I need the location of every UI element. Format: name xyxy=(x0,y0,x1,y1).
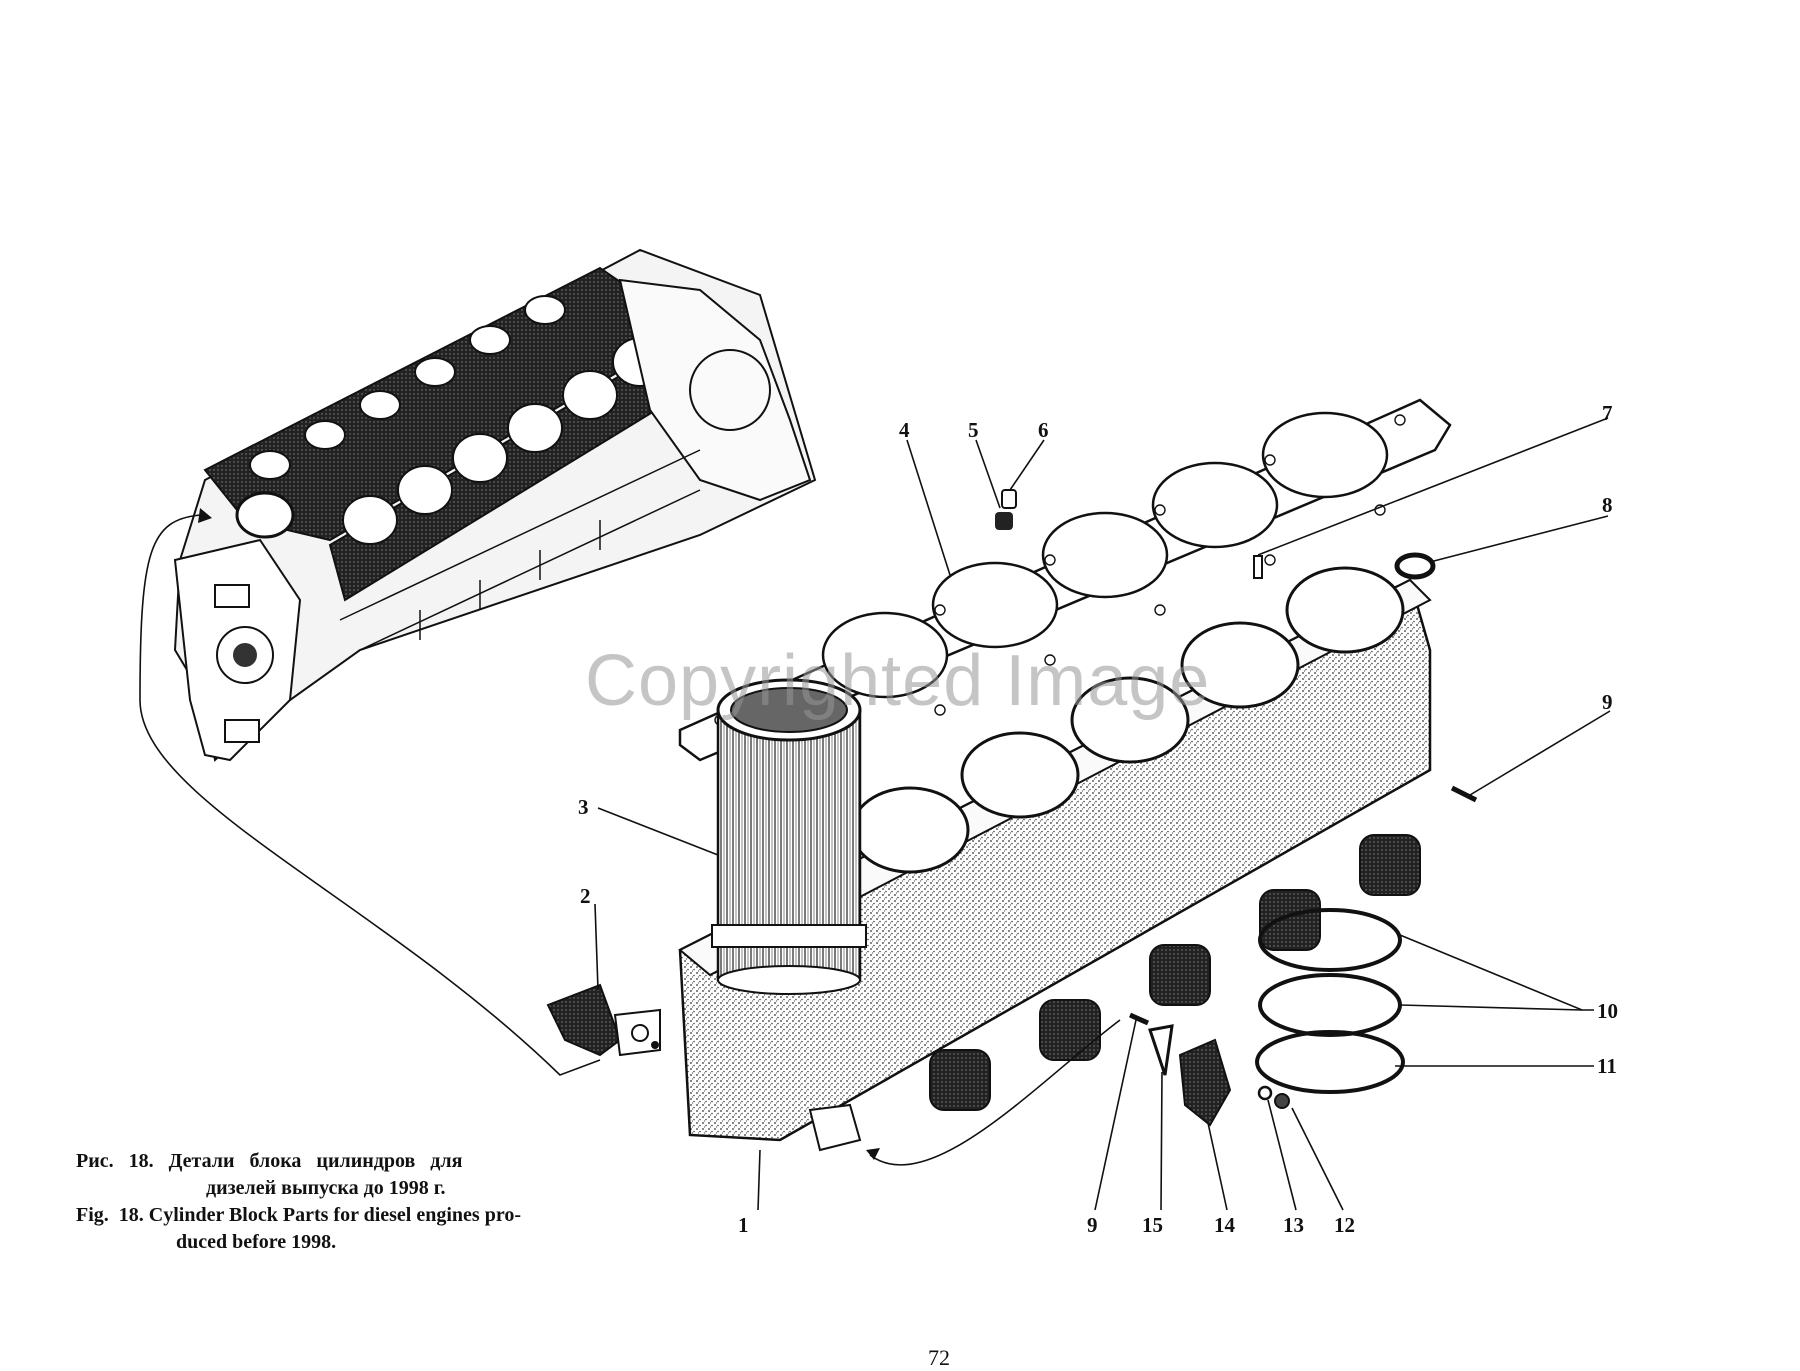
callout-9-bottom: 9 xyxy=(1087,1213,1098,1237)
elbow-pipe-right-part xyxy=(1178,1038,1232,1127)
callout-2: 2 xyxy=(580,884,591,908)
pin-part xyxy=(1253,555,1263,579)
seal-ring-part xyxy=(1394,552,1436,580)
callout-15: 15 xyxy=(1142,1213,1163,1237)
callout-9: 9 xyxy=(1602,690,1613,714)
caption-ru-line1: Рис. 18. Детали блока цилиндров для xyxy=(76,1150,463,1172)
page-number: 72 xyxy=(928,1345,950,1370)
callout-3: 3 xyxy=(578,795,589,819)
caption-en-line1: Fig. 18. Cylinder Block Parts for diesel… xyxy=(76,1204,521,1226)
gasket-plate-part xyxy=(1148,1024,1174,1076)
callout-1: 1 xyxy=(738,1213,749,1237)
callout-labels: 1 2 3 4 5 6 7 8 9 10 11 12 13 14 15 9 xyxy=(578,401,1618,1237)
dowel-part xyxy=(1001,489,1017,509)
callout-4: 4 xyxy=(899,418,910,442)
head-gasket-part xyxy=(678,398,1452,762)
elbow-pipe-left-part xyxy=(546,983,661,1057)
nut-part xyxy=(1274,1093,1290,1109)
reference-arrow-bottom xyxy=(869,1019,1121,1166)
washer-part xyxy=(1257,1085,1273,1101)
callout-7: 7 xyxy=(1602,401,1613,425)
plug-part xyxy=(995,512,1013,530)
watermark: Copyrighted Image xyxy=(585,641,1211,721)
callout-5: 5 xyxy=(968,418,979,442)
cylinder-block-part xyxy=(678,566,1432,1152)
caption-english: Fig. 18. Cylinder Block Parts for diesel… xyxy=(76,1202,652,1256)
figure-caption: Рис. 18. Детали блока цилиндров для дизе… xyxy=(76,1148,652,1256)
callout-13: 13 xyxy=(1283,1213,1304,1237)
callout-11: 11 xyxy=(1597,1054,1617,1078)
callout-14: 14 xyxy=(1214,1213,1236,1237)
callout-6: 6 xyxy=(1038,418,1049,442)
cylinder-liner-part xyxy=(711,678,867,995)
engine-assembly-illustration xyxy=(173,248,817,762)
reference-arrow-top xyxy=(139,514,601,1076)
stud-part xyxy=(1450,785,1478,803)
stud-left-part xyxy=(1128,1012,1150,1026)
caption-ru-line2: дизелей выпуска до 1998 г. xyxy=(206,1177,446,1199)
callout-12: 12 xyxy=(1334,1213,1355,1237)
caption-russian: Рис. 18. Детали блока цилиндров для дизе… xyxy=(76,1148,652,1202)
callout-8: 8 xyxy=(1602,493,1613,517)
callout-10: 10 xyxy=(1597,999,1618,1023)
caption-en-line2: duced before 1998. xyxy=(176,1231,337,1253)
o-rings-part xyxy=(1255,908,1405,1094)
